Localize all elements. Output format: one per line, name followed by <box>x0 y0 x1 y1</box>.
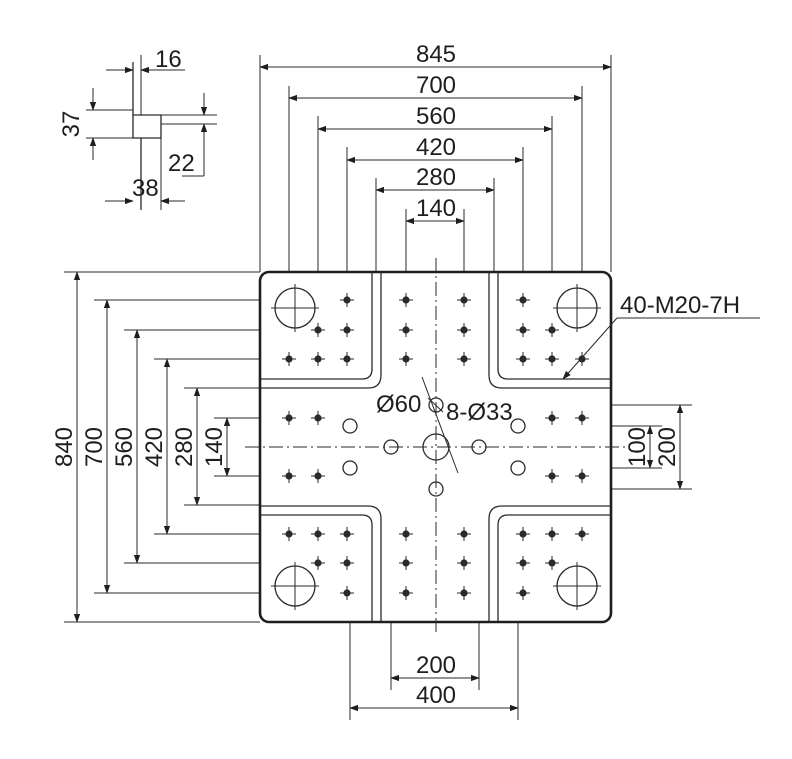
dim-bottom-400: 400 <box>416 682 456 709</box>
dim-top-420: 420 <box>416 134 456 161</box>
slot-dim-22: 22 <box>168 150 195 177</box>
left-dimensions: 840 700 560 420 280 140 <box>51 271 347 623</box>
slot-dim-16: 16 <box>155 46 182 73</box>
dim-left-280: 280 <box>171 427 198 467</box>
through-holes <box>342 397 526 497</box>
slot-dim-37: 37 <box>58 111 85 138</box>
callout-through-holes: 8-Ø33 <box>446 399 513 426</box>
center-hole <box>422 433 450 461</box>
callout-center-hole: Ø60 <box>376 391 421 418</box>
slot-dim-38: 38 <box>132 175 159 202</box>
dim-top-280: 280 <box>416 164 456 191</box>
dim-left-840: 840 <box>51 427 78 467</box>
dim-right-200: 200 <box>654 427 681 467</box>
callouts: Ø60 8-Ø33 40-M20-7H <box>376 292 760 474</box>
dim-top-845: 845 <box>416 41 456 68</box>
callout-tapped-holes: 40-M20-7H <box>620 292 740 319</box>
dim-left-140: 140 <box>201 427 228 467</box>
t-slot-detail: 16 37 22 38 <box>58 46 217 210</box>
t-slots <box>260 272 611 622</box>
dim-top-140: 140 <box>416 195 456 222</box>
dim-top-560: 560 <box>416 103 456 130</box>
dim-bottom-200: 200 <box>416 652 456 679</box>
dim-left-700: 700 <box>81 427 108 467</box>
dim-left-560: 560 <box>111 427 138 467</box>
dim-left-420: 420 <box>141 427 168 467</box>
tapped-holes <box>282 293 589 600</box>
dim-top-700: 700 <box>416 72 456 99</box>
tie-bar-holes <box>271 284 601 610</box>
dim-right-100: 100 <box>624 427 651 467</box>
